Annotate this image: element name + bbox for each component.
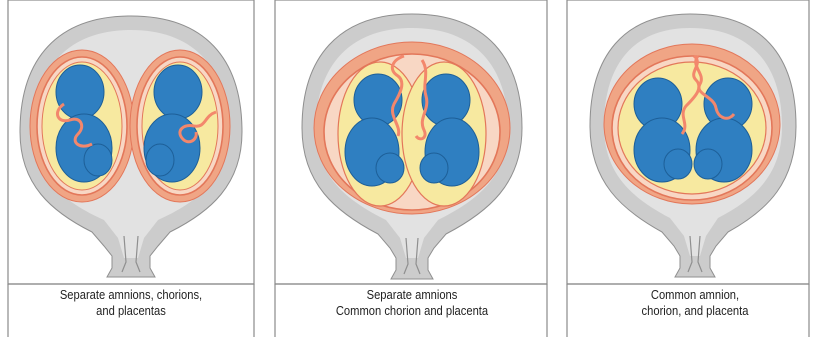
caption-line-1: Separate amnions bbox=[293, 287, 530, 303]
caption-line-2: and placentas bbox=[18, 303, 243, 319]
diagram-panel-common-chorion: Separate amnions Common chorion and plac… bbox=[274, 0, 550, 337]
caption-line-1: Separate amnions, chorions, bbox=[18, 287, 243, 303]
caption-common-chorion: Separate amnions Common chorion and plac… bbox=[293, 287, 530, 319]
caption-line-2: Common chorion and placenta bbox=[293, 303, 530, 319]
diagram-panel-common-amnion: Common amnion, chorion, and placenta bbox=[566, 0, 824, 337]
caption-line-1: Common amnion, bbox=[584, 287, 806, 303]
caption-line-2: chorion, and placenta bbox=[584, 303, 806, 319]
caption-common-amnion: Common amnion, chorion, and placenta bbox=[584, 287, 806, 319]
caption-separate-placentas: Separate amnions, chorions, and placenta… bbox=[18, 287, 243, 319]
diagram-panel-separate-placentas: Separate amnions, chorions, and placenta… bbox=[0, 0, 262, 337]
